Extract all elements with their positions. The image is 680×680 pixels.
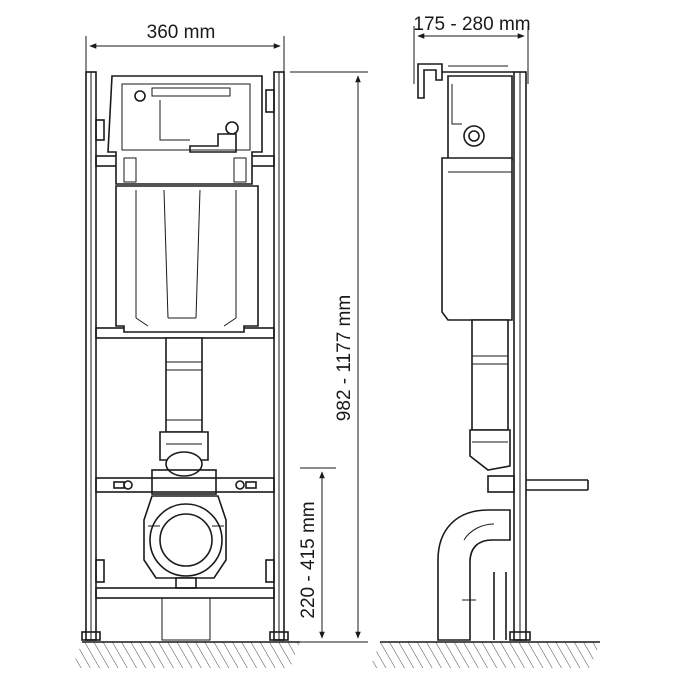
side-flush-pipe [469, 319, 511, 471]
front-view: 360 mm [72, 22, 368, 668]
side-frame [417, 63, 531, 641]
cistern-body [115, 185, 259, 333]
side-floor [370, 641, 600, 668]
cistern-top [107, 75, 263, 185]
front-floor [72, 597, 300, 668]
side-bracket-rod [487, 475, 589, 493]
side-cistern [441, 75, 513, 321]
depth-label: 175 - 280 mm [413, 14, 530, 35]
outlet-height-label: 220 - 415 mm [298, 501, 319, 618]
side-view: 175 - 280 mm [370, 14, 600, 668]
height-label: 982 - 1177 mm [334, 295, 355, 421]
mounting-bracket [95, 469, 275, 495]
frame-uprights [81, 71, 289, 641]
height-dimension: 982 - 1177 mm [290, 71, 368, 643]
frame-width-label: 360 mm [147, 22, 216, 43]
side-drain-bend [437, 509, 511, 641]
flush-pipe [159, 337, 209, 477]
outlet-height-dimension: 220 - 415 mm [298, 467, 336, 639]
bottom-crossbar [95, 587, 275, 599]
drain-outlet [143, 495, 227, 589]
depth-dimension: 175 - 280 mm [413, 14, 531, 84]
